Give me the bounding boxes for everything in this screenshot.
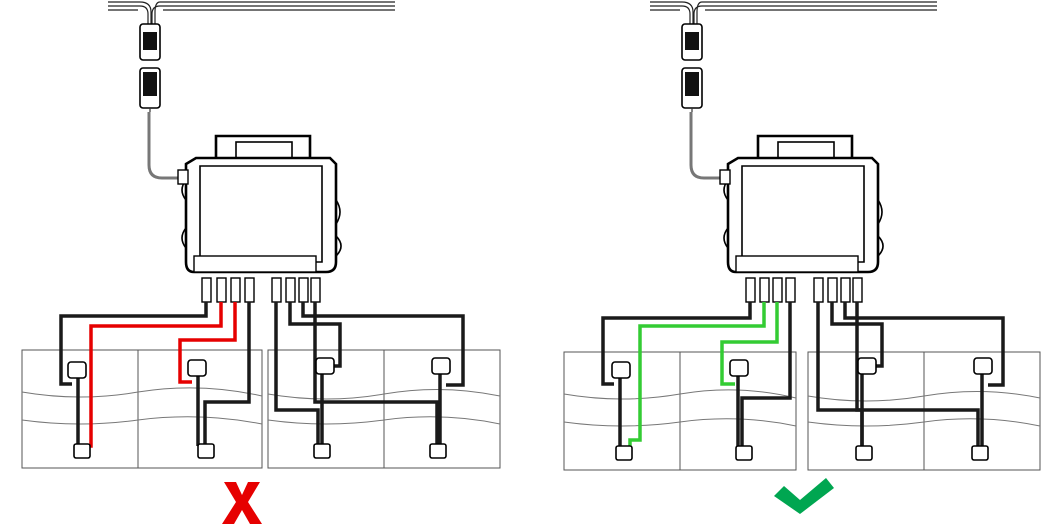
cross-icon bbox=[222, 482, 262, 524]
dc-wires bbox=[59, 302, 465, 448]
microinverter bbox=[177, 134, 342, 274]
junction-boxes bbox=[67, 357, 451, 459]
ac-connector bbox=[681, 23, 703, 112]
checkmark-icon bbox=[774, 478, 834, 514]
ac-connector bbox=[139, 23, 161, 112]
ac-trunk-cable bbox=[650, 1, 937, 24]
incorrect-wiring-diagram bbox=[21, 1, 501, 524]
ac-output-cable bbox=[689, 112, 728, 180]
solar-panel-array bbox=[21, 349, 501, 469]
junction-boxes bbox=[611, 357, 993, 461]
microinverter bbox=[719, 134, 884, 274]
dc-connectors bbox=[745, 277, 863, 303]
dc-connectors bbox=[201, 277, 321, 303]
dc-wires bbox=[601, 302, 1005, 448]
ac-trunk-cable bbox=[108, 1, 395, 24]
correct-wiring-diagram bbox=[563, 1, 1041, 514]
ac-output-cable bbox=[147, 112, 186, 180]
